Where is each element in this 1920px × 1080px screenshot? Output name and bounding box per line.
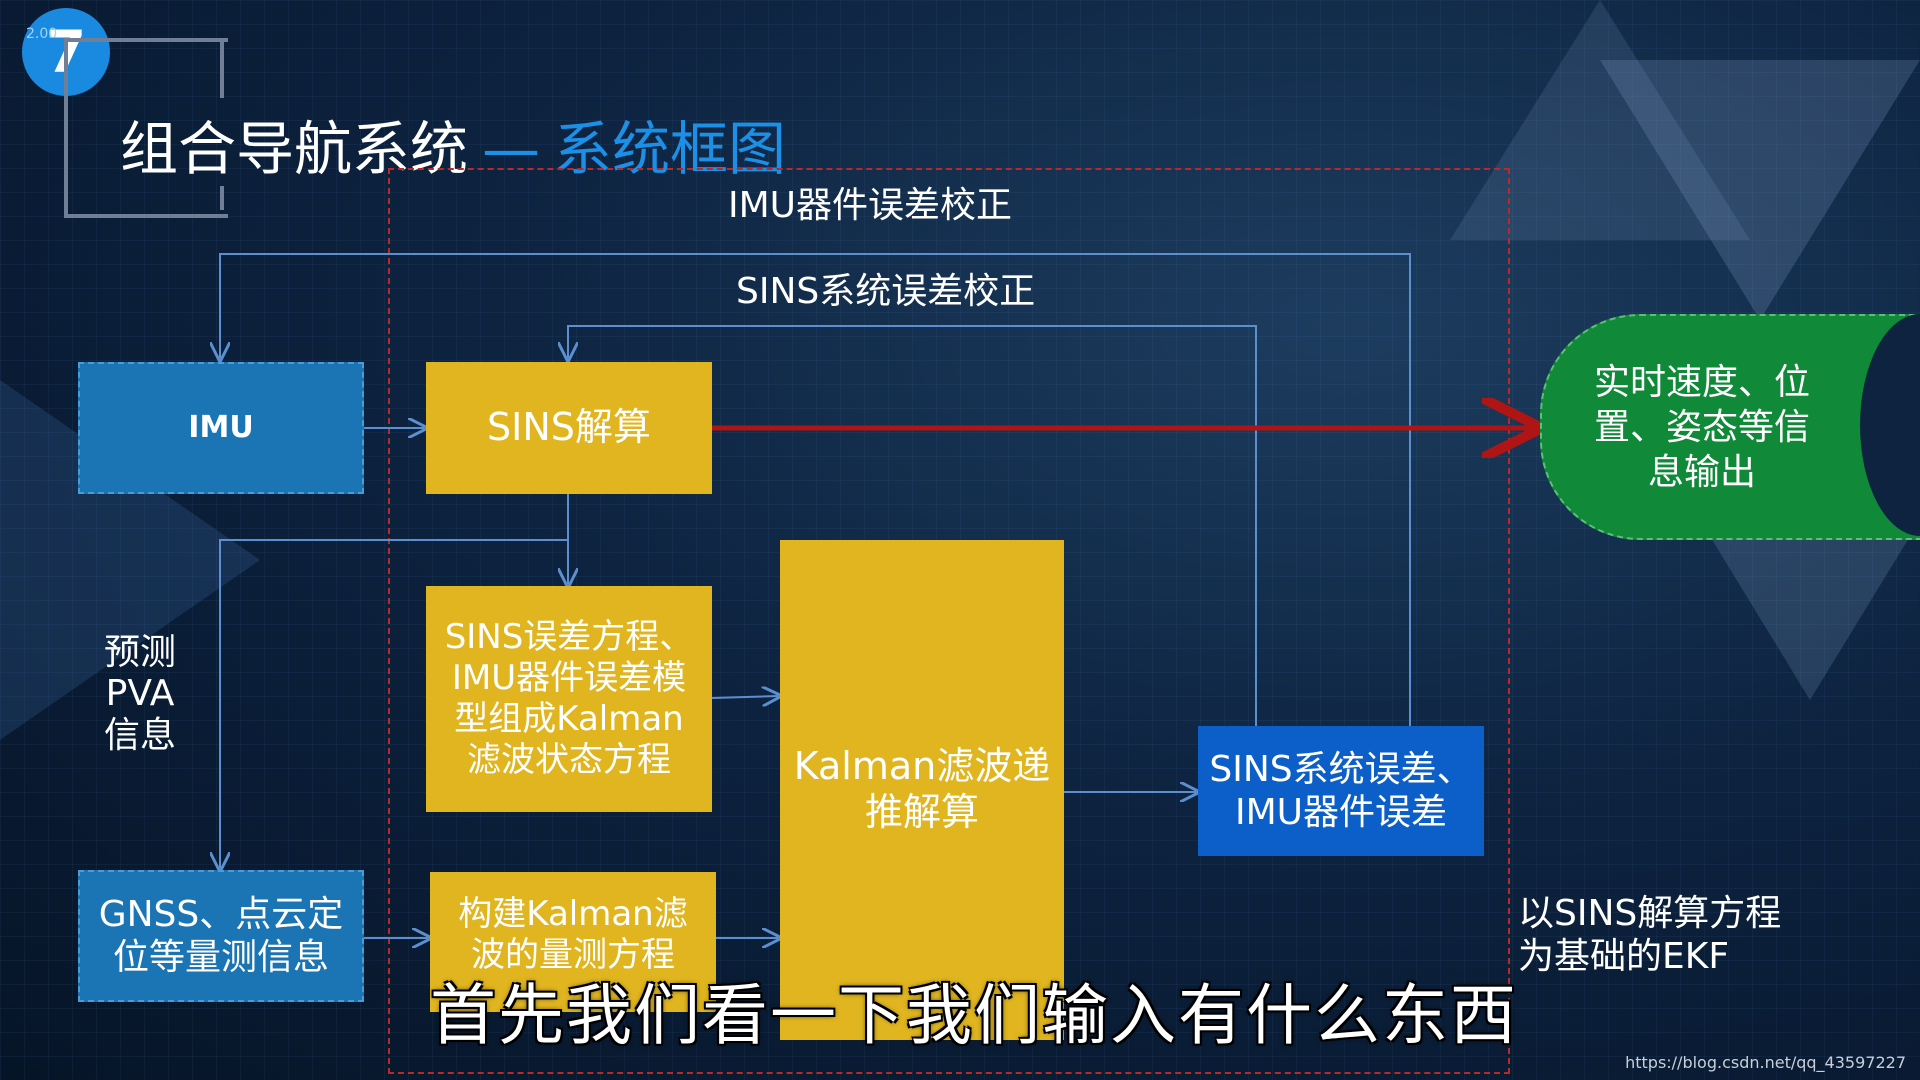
page-title: 组合导航系统—系统框图 [120,102,786,186]
imu-label: IMU [188,410,254,445]
gnss-box: GNSS、点云定 位等量测信息 [78,870,364,1002]
kalman-box: Kalman滤波递 推解算 [780,540,1064,1040]
gnss-label: GNSS、点云定 位等量测信息 [98,893,344,978]
measurement-equation-label: 构建Kalman滤 波的量测方程 [458,894,688,975]
imu-box: IMU [78,362,364,494]
output-label: 实时速度、位 置、姿态等信 息输出 [1593,361,1810,493]
ekf-frame [388,168,1510,1074]
slide-number-small: 2.00 [26,26,58,42]
imu-correction-label: IMU器件误差校正 [728,185,1013,226]
kalman-label: Kalman滤波递 推解算 [793,744,1051,834]
predict-pva-connector [220,539,568,868]
predict-pva-label: 预测 PVA 信息 [104,632,177,756]
video-caption: 首先我们看一下我们输入有什么东西 [430,977,1518,1054]
title-bracket-tick [220,38,224,98]
sins-errors-label: SINS系统误差、 IMU器件误差 [1209,748,1473,833]
state-equation-box: SINS误差方程、 IMU器件误差模 型组成Kalman 滤波状态方程 [426,586,712,812]
background-triangle [1700,520,1920,700]
title-bracket-tick [220,186,224,210]
title-bracket [64,38,228,218]
sins-solve-label: SINS解算 [487,405,651,450]
measurement-equation-box: 构建Kalman滤 波的量测方程 [430,872,716,1012]
state-equation-label: SINS误差方程、 IMU器件误差模 型组成Kalman 滤波状态方程 [444,617,694,780]
output-shape: 实时速度、位 置、姿态等信 息输出 [1540,314,1920,540]
sins-solve-box: SINS解算 [426,362,712,494]
title-sub: 系统框图 [554,115,787,183]
imu-correction-connector [220,253,1411,726]
state-to-kalman-connector [711,696,778,698]
background-triangle [1450,0,1750,240]
sins-correction-connector [568,325,1257,726]
sins-errors-box: SINS系统误差、 IMU器件误差 [1198,726,1484,856]
title-main: 组合导航系统 [120,115,469,183]
sins-correction-label: SINS系统误差校正 [736,271,1036,312]
background-triangle [1600,60,1920,320]
ekf-note: 以SINS解算方程 为基础的EKF [1518,893,1782,978]
watermark: https://blog.csdn.net/qq_43597227 [1625,1053,1906,1072]
title-dash: — [482,115,541,183]
